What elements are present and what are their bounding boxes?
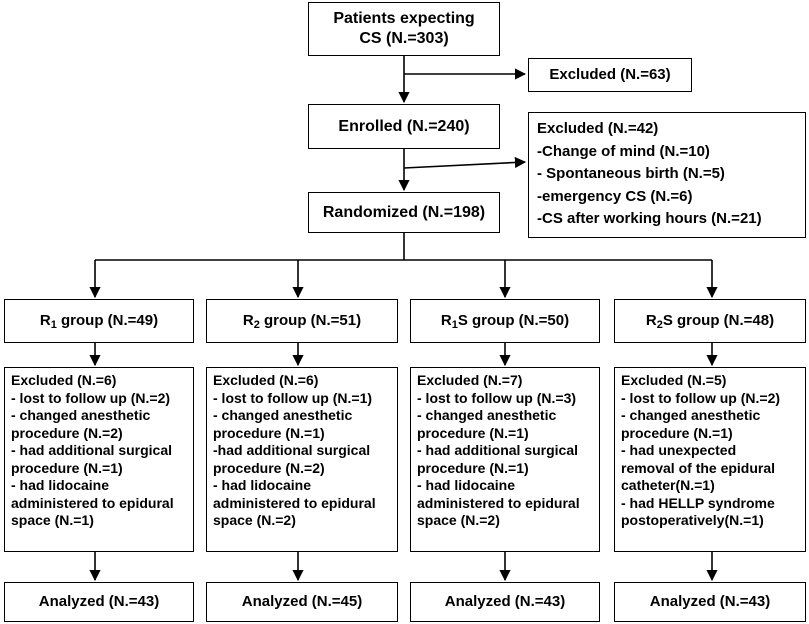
analyzed-box-r2s: Analyzed (N.=43) bbox=[614, 582, 806, 622]
excluded-line: - had lidocaine bbox=[213, 477, 312, 493]
patients-expecting-line1: Patients expecting bbox=[333, 10, 475, 27]
analyzed-text-r1: Analyzed (N.=43) bbox=[38, 593, 160, 610]
excluded-line: procedure (N.=2) bbox=[11, 424, 123, 441]
patients-expecting-box: Patients expecting CS (N.=303) bbox=[308, 2, 500, 56]
excluded-second-line: Excluded (N.=42) bbox=[537, 120, 659, 137]
excluded-line: - had unexpected bbox=[621, 442, 737, 458]
excluded-line: catheter(N.=1) bbox=[621, 477, 715, 493]
group-name-r2s: R2S group (N.=48) bbox=[645, 312, 775, 331]
excluded-line: postoperatively(N.=1) bbox=[621, 512, 764, 528]
excluded-line: procedure (N.=1) bbox=[621, 424, 733, 441]
group-box-r1: R1 group (N.=49) bbox=[4, 299, 194, 343]
excluded-line: administered to epidural bbox=[11, 494, 174, 511]
excluded-line: -had additional surgical bbox=[213, 442, 371, 458]
excluded-line: - lost to follow up (N.=3) bbox=[417, 389, 577, 406]
excluded-line: procedure (N.=1) bbox=[213, 424, 325, 441]
analyzed-text-r1s: Analyzed (N.=43) bbox=[444, 593, 566, 610]
excluded-line: - lost to follow up (N.=1) bbox=[213, 389, 373, 406]
excluded-line: - had additional surgical bbox=[11, 442, 173, 458]
excluded-line: Excluded (N.=6) bbox=[11, 372, 117, 388]
excluded-line: space (N.=2) bbox=[417, 512, 500, 528]
excluded-line: procedure (N.=2) bbox=[213, 459, 325, 476]
analyzed-text-r2s: Analyzed (N.=43) bbox=[649, 593, 771, 610]
excluded-line: removal of the epidural bbox=[621, 459, 776, 476]
group-box-r2: R2 group (N.=51) bbox=[206, 299, 398, 343]
group-excluded-box-r1s: Excluded (N.=7) - lost to follow up (N.=… bbox=[410, 367, 600, 552]
excluded-line: - lost to follow up (N.=2) bbox=[11, 389, 171, 406]
excluded-line: - changed anesthetic bbox=[621, 407, 761, 423]
group-name-r2: R2 group (N.=51) bbox=[242, 312, 362, 331]
excluded-line: - had additional surgical bbox=[417, 442, 579, 458]
group-excluded-box-r2: Excluded (N.=6) - lost to follow up (N.=… bbox=[206, 367, 398, 552]
excluded-second-line: -Change of mind (N.=10) bbox=[537, 142, 710, 160]
excluded-line: administered to epidural bbox=[417, 494, 580, 511]
excluded-line: - had HELLP syndrome bbox=[621, 494, 775, 511]
arrow-to-excluded-second bbox=[403, 156, 527, 169]
excluded-line: - had lidocaine bbox=[417, 477, 516, 493]
enrolled-box: Enrolled (N.=240) bbox=[308, 104, 500, 149]
excluded-second-line: -CS after working hours (N.=21) bbox=[537, 210, 762, 227]
excluded-second-line: - Spontaneous birth (N.=5) bbox=[537, 165, 725, 182]
excluded-line: space (N.=2) bbox=[213, 512, 296, 528]
excluded-second-line: -emergency CS (N.=6) bbox=[537, 187, 693, 205]
group-excluded-box-r2s: Excluded (N.=5) - lost to follow up (N.=… bbox=[614, 367, 806, 552]
excluded-line: procedure (N.=1) bbox=[417, 459, 529, 476]
excluded-line: Excluded (N.=5) bbox=[621, 372, 727, 388]
group-name-r1: R1 group (N.=49) bbox=[39, 312, 159, 331]
analyzed-box-r2: Analyzed (N.=45) bbox=[206, 582, 398, 622]
excluded-line: space (N.=1) bbox=[11, 512, 94, 528]
enrolled-text: Enrolled (N.=240) bbox=[338, 117, 470, 135]
analyzed-box-r1s: Analyzed (N.=43) bbox=[410, 582, 600, 622]
excluded-line: procedure (N.=1) bbox=[417, 424, 529, 441]
excluded-line: - lost to follow up (N.=2) bbox=[621, 389, 781, 406]
group-box-r2s: R2S group (N.=48) bbox=[614, 299, 806, 343]
group-box-r1s: R1S group (N.=50) bbox=[410, 299, 600, 343]
randomized-box: Randomized (N.=198) bbox=[308, 192, 500, 233]
excluded-line: - had lidocaine bbox=[11, 477, 110, 493]
excluded-line: procedure (N.=1) bbox=[11, 459, 123, 476]
excluded-first-text: Excluded (N.=63) bbox=[549, 66, 671, 83]
excluded-second-box: Excluded (N.=42) -Change of mind (N.=10)… bbox=[528, 112, 806, 238]
excluded-line: - changed anesthetic bbox=[11, 407, 151, 423]
randomized-text: Randomized (N.=198) bbox=[322, 203, 486, 221]
excluded-line: administered to epidural bbox=[213, 494, 376, 511]
excluded-first-box: Excluded (N.=63) bbox=[528, 58, 692, 92]
excluded-line: Excluded (N.=7) bbox=[417, 372, 523, 388]
excluded-line: Excluded (N.=6) bbox=[213, 372, 319, 388]
group-name-r1s: R1S group (N.=50) bbox=[440, 312, 570, 331]
group-excluded-box-r1: Excluded (N.=6) - lost to follow up (N.=… bbox=[4, 367, 194, 552]
analyzed-box-r1: Analyzed (N.=43) bbox=[4, 582, 194, 622]
excluded-line: - changed anesthetic bbox=[417, 407, 557, 423]
analyzed-text-r2: Analyzed (N.=45) bbox=[241, 593, 363, 610]
excluded-line: - changed anesthetic bbox=[213, 407, 353, 423]
patients-expecting-line2: CS (N.=303) bbox=[359, 30, 449, 47]
